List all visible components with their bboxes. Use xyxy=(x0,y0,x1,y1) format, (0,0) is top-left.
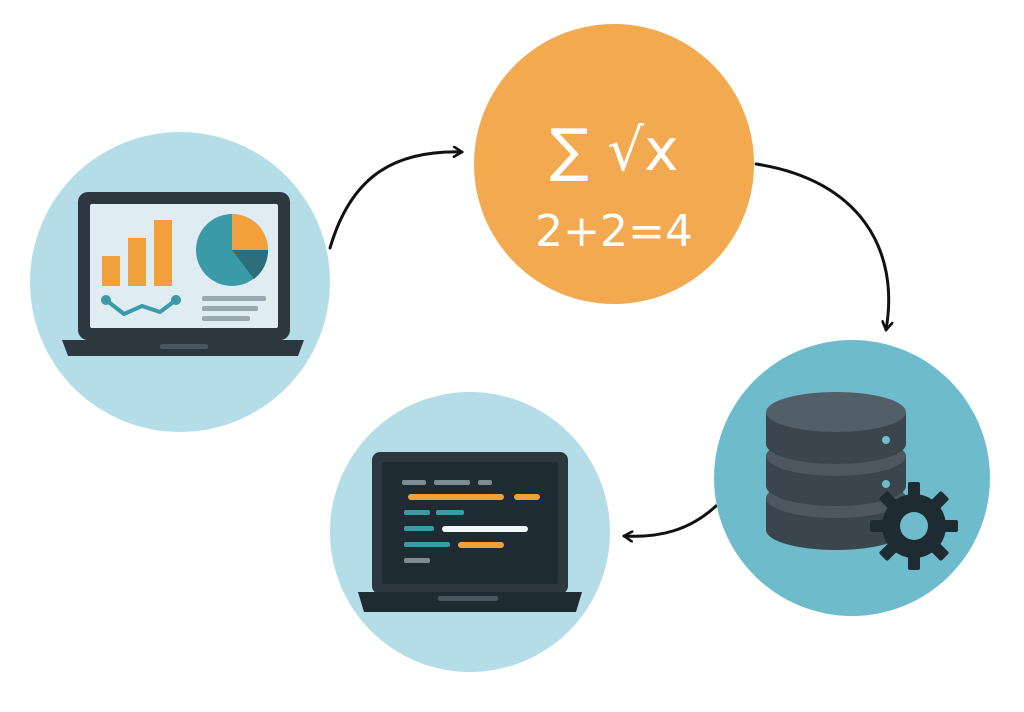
math-node-circle xyxy=(474,24,754,304)
database-gear-icon xyxy=(766,392,958,570)
bar-chart-icon xyxy=(102,256,120,286)
arrow-database-to-code xyxy=(622,504,718,536)
database-node xyxy=(714,340,990,616)
database-icon xyxy=(766,392,906,550)
arrow-math-to-database xyxy=(754,162,889,332)
analytics-node xyxy=(30,132,330,432)
math-symbols-text: ∑ √x xyxy=(550,116,679,184)
code-node xyxy=(330,392,610,672)
line-chart-icon xyxy=(104,298,178,316)
gear-icon xyxy=(870,482,958,570)
math-equation-text: 2+2=4 xyxy=(535,206,693,257)
math-node: ∑ √x 2+2=4 xyxy=(474,24,754,304)
pie-chart-icon xyxy=(196,214,269,286)
laptop-dashboard-icon xyxy=(62,192,304,356)
code-lines xyxy=(402,480,540,563)
laptop-code-icon xyxy=(358,452,582,612)
arrow-analytics-to-math xyxy=(328,152,464,250)
math-formula-icon: ∑ √x 2+2=4 xyxy=(535,116,693,257)
